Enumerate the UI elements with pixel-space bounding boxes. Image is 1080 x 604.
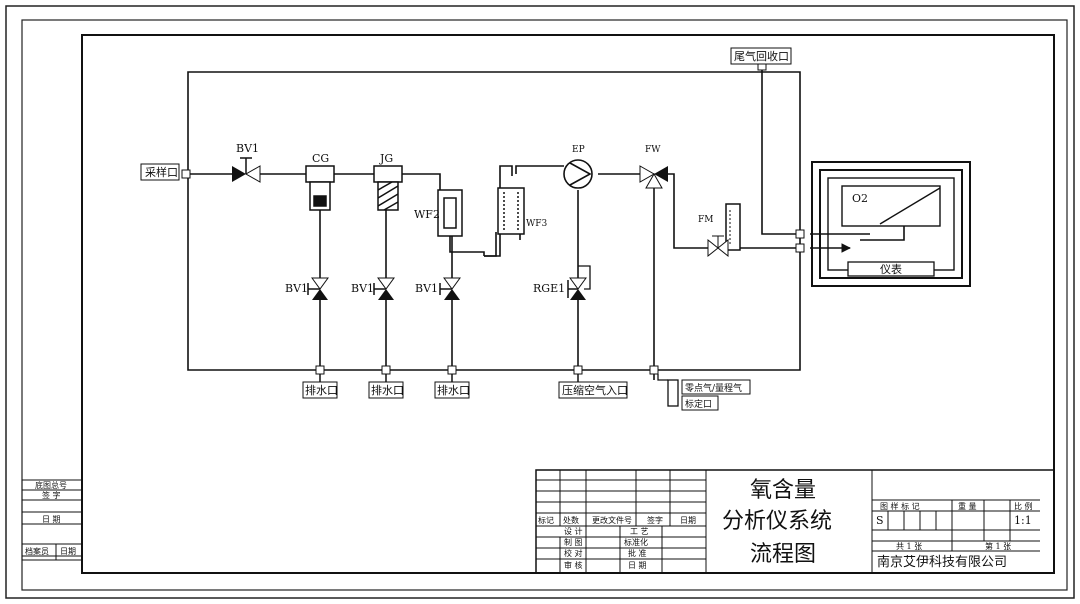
cal-port-label: 标定口 [685, 398, 712, 410]
valve-bv1-c [439, 277, 461, 300]
bv1-a-label: BV1 [285, 282, 308, 295]
zero-gas-label: 零点气/量程气 [685, 382, 742, 394]
wf2-label: WF2 [414, 208, 440, 221]
valve-bv1-b [373, 277, 395, 300]
filter-wf3 [497, 187, 525, 235]
regulator-rge1 [567, 265, 591, 300]
rev-header-3: 更改文件号 [592, 515, 632, 525]
role-approve: 批 准 [628, 548, 647, 558]
drain-label-3: 排水口 [437, 383, 470, 397]
inlet-label: 采样口 [145, 165, 178, 179]
outer-frame [5, 5, 1075, 599]
title-line-2: 分析仪系统 [722, 509, 832, 534]
cg-label: CG [312, 152, 329, 165]
drain-label-2: 排水口 [371, 383, 404, 397]
fw-label: FW [645, 145, 661, 155]
left-date: 日 期 [42, 515, 61, 524]
bv1-b-label: BV1 [351, 282, 374, 295]
company-name: 南京艾伊科技有限公司 [877, 554, 1007, 570]
wf3-label: WF3 [526, 219, 547, 229]
left-drawing-no: 底图总号 [35, 480, 67, 490]
pump-ep [563, 159, 593, 189]
tail-outlet-label: 尾气回收口 [734, 49, 789, 63]
scale-value: 1:1 [1014, 514, 1032, 527]
valve-bv1-main [232, 157, 261, 183]
rev-header-5: 日期 [680, 516, 696, 525]
inlet-fitting [181, 169, 191, 179]
rev-header-1: 标记 [538, 515, 554, 525]
valve-bv1-a [307, 277, 329, 300]
info-header-scale: 比 例 [1014, 501, 1033, 511]
instrument-box [847, 261, 935, 277]
filter-jg [373, 165, 403, 211]
info-header-mark: 图 样 标 记 [880, 501, 920, 511]
air-inlet-label: 压缩空气入口 [562, 383, 628, 397]
mark-value: S [876, 514, 884, 527]
cal-port-symbol [667, 379, 679, 407]
role-check: 校 对 [564, 548, 583, 558]
role-design: 设 计 [564, 526, 583, 536]
bv1-main-label: BV1 [236, 142, 259, 155]
left-archivist-date: 日期 [60, 547, 76, 556]
drawing-border [81, 34, 1055, 574]
inlet-label-box [140, 163, 180, 181]
o2-sensor-label: O2 [852, 192, 868, 205]
flowmeter-fm [707, 203, 741, 258]
rev-header-2: 处数 [563, 515, 579, 525]
role-review: 审 核 [564, 560, 583, 570]
rev-header-4: 签字 [647, 515, 663, 525]
inner-frame [21, 19, 1068, 591]
sheet-number: 第 1 张 [985, 541, 1011, 551]
info-header-weight: 重 量 [958, 501, 977, 511]
left-sign: 签 字 [42, 490, 61, 500]
valve-fw [639, 165, 668, 189]
role-standard: 标准化 [624, 537, 648, 547]
jg-label: JG [379, 152, 393, 165]
sheets-total: 共 1 张 [896, 542, 922, 551]
filter-wf2 [437, 189, 463, 237]
rge1-label: RGE1 [533, 282, 565, 295]
bv1-c-label: BV1 [415, 282, 438, 295]
left-archivist: 档案员 [25, 546, 49, 556]
title-line-1: 氧含量 [750, 478, 816, 503]
instrument-label: 仪表 [880, 262, 902, 276]
role-process: 工 艺 [630, 527, 649, 536]
fm-label: FM [698, 215, 713, 225]
role-date: 日 期 [628, 561, 647, 570]
ep-label: EP [572, 145, 585, 155]
o2-sensor-box [841, 185, 941, 227]
title-line-3: 流程图 [750, 542, 816, 567]
role-draw: 制 图 [564, 537, 583, 547]
drain-label-1: 排水口 [305, 383, 338, 397]
filter-cg [305, 165, 335, 211]
